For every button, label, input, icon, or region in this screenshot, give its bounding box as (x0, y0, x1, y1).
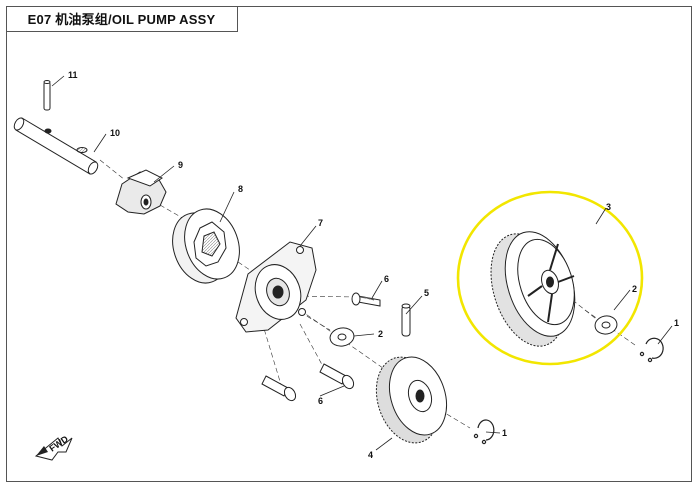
callout-11: 11 (68, 70, 78, 80)
callout-1-lower: 1 (502, 428, 507, 438)
circlip-part-1-right (639, 337, 664, 363)
circlip-part-1-lower (473, 419, 495, 445)
drive-gear-part-3 (490, 231, 576, 347)
fwd-arrow-icon: FWD (34, 433, 73, 461)
bolt-part-6-lower-right (319, 363, 355, 390)
inner-rotor-part-9 (115, 169, 167, 215)
dowel-pin-part-5 (401, 303, 411, 337)
leader-lines (51, 75, 673, 451)
assembly-axis-lines (99, 159, 636, 429)
callout-2-middle: 2 (378, 329, 383, 339)
callout-9: 9 (178, 160, 183, 170)
washer-part-2-right (594, 315, 618, 335)
callout-6-lower: 6 (318, 396, 323, 406)
callout-5: 5 (424, 288, 429, 298)
bolt-part-6-lower-left (261, 375, 297, 402)
callout-2-right: 2 (632, 284, 637, 294)
driven-gear-part-4 (375, 356, 447, 444)
callout-7: 7 (318, 218, 323, 228)
callout-6-upper: 6 (384, 274, 389, 284)
page-title: E07 机油泵组/OIL PUMP ASSY (6, 6, 238, 32)
drawing-frame (6, 6, 692, 482)
pump-cover-part-7 (235, 241, 317, 333)
washer-part-2-middle (329, 327, 355, 347)
bolt-part-6-upper (351, 292, 381, 307)
pump-shaft-part-10 (13, 117, 99, 175)
pin-part-11 (43, 80, 51, 111)
callout-4: 4 (368, 450, 373, 460)
callout-10: 10 (110, 128, 120, 138)
callout-1-right: 1 (674, 318, 679, 328)
callout-8: 8 (238, 184, 243, 194)
highlight-circle (456, 190, 644, 366)
callout-3: 3 (606, 202, 611, 212)
outer-rotor-part-8 (172, 208, 240, 284)
